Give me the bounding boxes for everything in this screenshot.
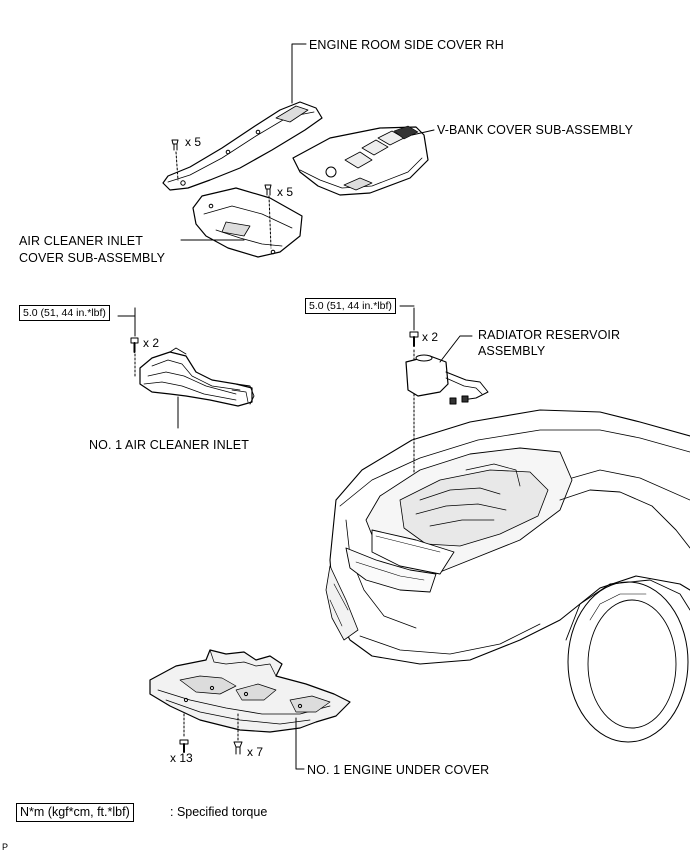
air-cleaner-inlet-duct-part — [139, 347, 255, 407]
clip-icon — [171, 139, 179, 151]
legend-torque-unit-box: N*m (kgf*cm, ft.*lbf) — [16, 803, 134, 822]
v-bank-cover-part — [292, 125, 429, 196]
engine-room-side-cover-label: ENGINE ROOM SIDE COVER RH — [309, 38, 504, 52]
reservoir-bolt-quantity: x 2 — [422, 330, 439, 344]
corner-mark: P — [2, 842, 9, 852]
under-cover-clip-quantity: x 7 — [247, 745, 264, 759]
screw-icon — [179, 739, 189, 753]
side-cover-clip-quantity: x 5 — [185, 135, 202, 149]
radiator-reservoir-label-line1: RADIATOR RESERVOIR — [478, 328, 621, 342]
clip-icon — [233, 741, 243, 755]
air-cleaner-inlet-cover-label-line2: COVER SUB-ASSEMBLY — [19, 251, 166, 265]
air-inlet-bolt-quantity: x 2 — [143, 336, 160, 350]
bolt-icon — [130, 337, 139, 353]
radiator-reservoir-label-line2: ASSEMBLY — [478, 344, 546, 358]
no1-air-cleaner-inlet-label: NO. 1 AIR CLEANER INLET — [89, 438, 249, 452]
vehicle-illustration — [325, 409, 690, 743]
torque-spec-air-cleaner-inlet: 5.0 (51, 44 in.*lbf) — [19, 305, 110, 321]
bolt-icon — [409, 331, 419, 347]
torque-spec-radiator-reservoir: 5.0 (51, 44 in.*lbf) — [305, 298, 396, 314]
v-bank-cover-label: V-BANK COVER SUB-ASSEMBLY — [437, 123, 634, 137]
under-cover-screw-quantity: x 13 — [170, 751, 193, 765]
air-cleaner-inlet-cover-label-line1: AIR CLEANER INLET — [19, 234, 143, 248]
clip-icon — [264, 184, 272, 196]
no1-engine-under-cover-label: NO. 1 ENGINE UNDER COVER — [307, 763, 490, 777]
engine-room-side-cover-part — [162, 101, 323, 191]
radiator-reservoir-part — [405, 354, 489, 405]
inlet-cover-clip-quantity: x 5 — [277, 185, 294, 199]
engine-under-cover-part — [149, 649, 351, 733]
legend-description: : Specified torque — [170, 805, 268, 819]
